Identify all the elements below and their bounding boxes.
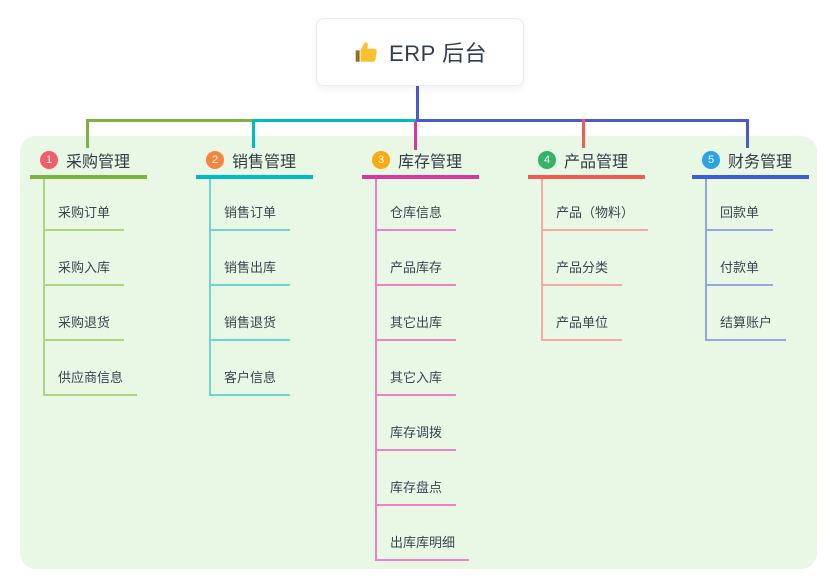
branch-item: 产品单位 [541,314,623,341]
branch-item: 库存盘点 [375,479,457,506]
branch-item: 结算账户 [705,314,787,341]
branch-inventory: 3 库存管理 仓库信息 产品库存 其它出库 其它入库 库存调拨 库存盘点 出库库… [362,148,522,561]
branch-finance: 5 财务管理 回款单 付款单 结算账户 [692,148,839,341]
branch-number-badge: 3 [372,151,390,169]
branch-underline [692,175,809,179]
branch-underline [196,175,313,179]
branch-item: 出库库明细 [375,534,470,561]
branches-panel [20,136,817,569]
branch-title: 财务管理 [728,154,793,171]
branch-item: 仓库信息 [375,204,457,231]
branch-underline [362,175,479,179]
branch-number-badge: 4 [538,151,556,169]
branch-sales: 2 销售管理 销售订单 销售出库 销售退货 客户信息 [196,148,356,396]
branch-item: 付款单 [705,259,774,286]
branch-heading: 1 采购管理 [30,148,190,172]
branch-heading: 2 销售管理 [196,148,356,172]
branch-item: 回款单 [705,204,774,231]
branch-item: 产品库存 [375,259,457,286]
connector-drop-inventory [414,121,417,150]
connector-bus-green [86,119,252,122]
branch-item: 产品分类 [541,259,623,286]
branch-heading: 5 财务管理 [692,148,839,172]
branch-number-badge: 1 [40,151,58,169]
branch-item: 销售出库 [209,259,291,286]
branch-underline [528,175,645,179]
thumbs-up-icon [355,42,377,62]
connector-drop-finance [746,119,749,148]
branch-title: 采购管理 [66,154,131,171]
branch-connector-line [705,179,707,341]
branch-title: 产品管理 [564,154,629,171]
connector-drop-purchase [86,119,89,148]
branch-title: 销售管理 [232,154,297,171]
branch-item: 供应商信息 [43,369,138,396]
branch-number-badge: 2 [206,151,224,169]
branch-item: 库存调拨 [375,424,457,451]
branch-item: 客户信息 [209,369,291,396]
branch-connector-line [43,179,45,396]
branch-item: 销售退货 [209,314,291,341]
branch-product: 4 产品管理 产品（物料） 产品分类 产品单位 [528,148,688,341]
branch-number-badge: 5 [702,151,720,169]
branch-item: 其它入库 [375,369,457,396]
branch-title: 库存管理 [398,154,463,171]
connector-drop-sales [252,119,255,148]
branch-heading: 3 库存管理 [362,148,522,172]
branch-item: 采购入库 [43,259,125,286]
branch-underline [30,175,147,179]
branch-heading: 4 产品管理 [528,148,688,172]
connector-drop-product [582,119,585,148]
branch-item: 其它出库 [375,314,457,341]
branch-item: 产品（物料） [541,204,649,231]
branch-connector-line [209,179,211,396]
branch-purchase: 1 采购管理 采购订单 采购入库 采购退货 供应商信息 [30,148,190,396]
root-node: ERP 后台 [316,18,524,86]
branch-connector-line [541,179,543,341]
branch-item: 销售订单 [209,204,291,231]
root-title: ERP 后台 [389,41,487,66]
branch-connector-line [375,179,377,561]
branch-item: 采购退货 [43,314,125,341]
branch-item: 采购订单 [43,204,125,231]
connector-bus-teal [252,119,418,122]
connector-root-vertical [416,84,419,122]
